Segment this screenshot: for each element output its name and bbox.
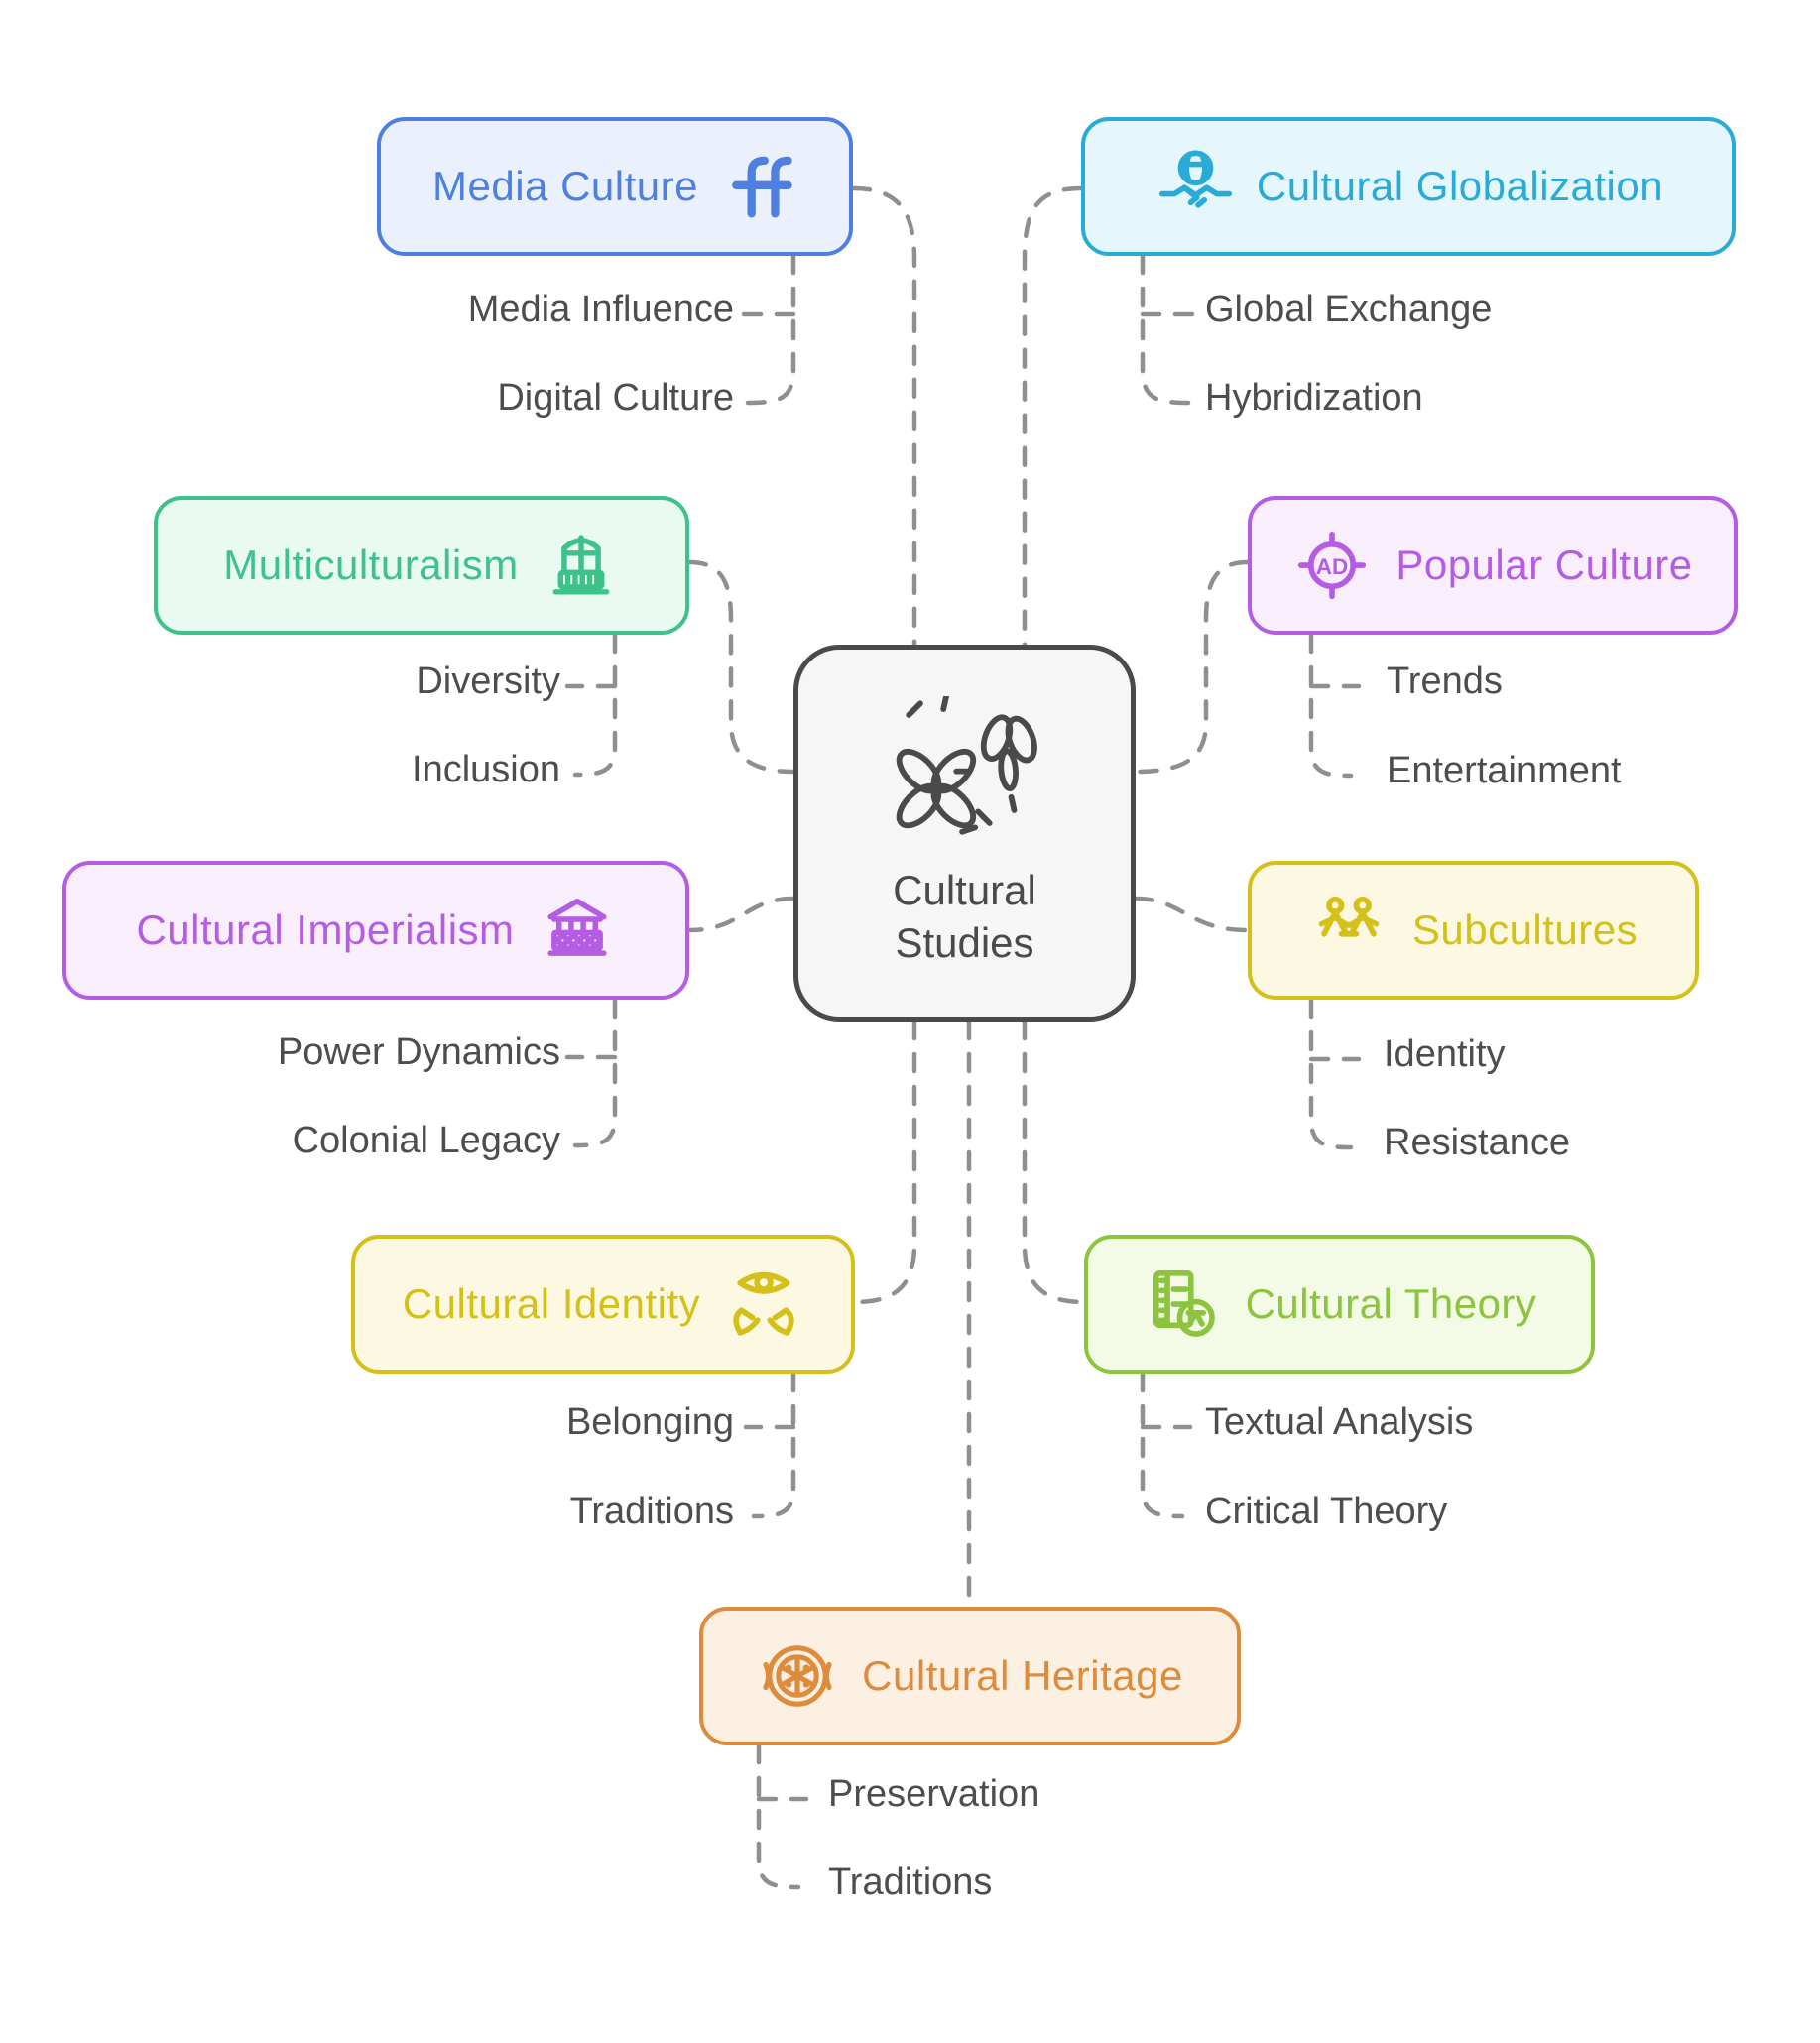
child-label-critical-theory[interactable]: Critical Theory [1205,1491,1448,1532]
connector-center-subcultures [1133,896,1251,933]
child-label-digital-culture[interactable]: Digital Culture [497,377,734,419]
branch-media-culture[interactable]: Media Culture [377,117,853,256]
connector-cultural-heritage-children [756,1743,801,1890]
child-label-preservation[interactable]: Preservation [828,1773,1040,1815]
ornament-medallion-icon [757,1635,838,1717]
child-label-hybridization[interactable]: Hybridization [1205,377,1423,419]
child-label-textual-analysis[interactable]: Textual Analysis [1205,1401,1474,1443]
child-label-global-exchange[interactable]: Global Exchange [1205,289,1493,330]
connector-cultural-theory-children [1140,1371,1185,1519]
branch-title: Cultural Theory [1245,1280,1537,1327]
connector-cultural-imperialism-children [572,997,618,1148]
center-title-line1: Cultural [893,867,1036,914]
connector-subcultures-children [1308,997,1354,1150]
child-label-resistance[interactable]: Resistance [1384,1122,1570,1163]
connector-center-cultural-globalization [1022,185,1084,648]
connector-center-cultural-imperialism [686,896,796,933]
child-label-trends[interactable]: Trends [1387,661,1503,702]
ad-target-icon: AD [1292,526,1372,605]
connector-cultural-globalization-children [1140,253,1191,406]
connector-center-cultural-theory [1022,1019,1087,1305]
center-title: Cultural Studies [893,865,1036,970]
svg-text:AD: AD [1316,554,1349,579]
butterflies-icon [871,696,1059,855]
connector-center-media-culture [850,185,917,648]
child-label-diversity[interactable]: Diversity [416,661,560,702]
child-label-media-influence[interactable]: Media Influence [467,289,734,330]
branch-cultural-globalization[interactable]: Cultural Globalization [1081,117,1736,256]
connector-cultural-identity-children [751,1371,796,1519]
branch-cultural-theory[interactable]: Cultural Theory [1084,1235,1595,1374]
connector-popular-culture-children [1308,632,1354,779]
dancing-people-icon [1309,891,1389,970]
greek-temple-icon [539,892,616,969]
child-label-identity[interactable]: Identity [1384,1033,1506,1075]
film-translation-icon [1143,1264,1222,1344]
branch-title: Multiculturalism [223,541,519,588]
child-label-belonging[interactable]: Belonging [565,1401,734,1443]
branch-cultural-identity[interactable]: Cultural Identity [351,1235,855,1374]
ff-ligature-icon [722,149,797,224]
branch-title: Popular Culture [1395,541,1693,588]
branch-popular-culture[interactable]: AD Popular Culture [1248,496,1738,635]
balcony-window-icon [543,527,620,604]
child-label-traditions[interactable]: Traditions [569,1491,734,1532]
branch-title: Subcultures [1411,906,1638,953]
child-label-traditions-heritage[interactable]: Traditions [828,1862,993,1903]
branch-title: Cultural Imperialism [136,906,515,953]
child-label-entertainment[interactable]: Entertainment [1387,750,1622,791]
branch-title: Cultural Globalization [1256,163,1664,209]
child-label-inclusion[interactable]: Inclusion [412,749,560,790]
connector-center-cultural-identity [852,1019,917,1305]
connector-center-multiculturalism [686,559,796,775]
connector-center-popular-culture [1133,559,1251,775]
branch-multiculturalism[interactable]: Multiculturalism [154,496,689,635]
connector-multiculturalism-children [572,632,618,778]
branch-title: Cultural Identity [402,1280,701,1327]
eye-over-hands-icon [724,1264,803,1344]
connector-media-culture-children [745,253,796,406]
branch-title: Media Culture [432,163,698,209]
center-node-cultural-studies[interactable]: Cultural Studies [793,645,1136,1022]
center-title-line2: Studies [895,919,1034,966]
branch-title: Cultural Heritage [862,1652,1183,1699]
child-label-colonial-legacy[interactable]: Colonial Legacy [292,1120,560,1161]
branch-cultural-heritage[interactable]: Cultural Heritage [699,1607,1241,1745]
branch-subcultures[interactable]: Subcultures [1248,861,1699,1000]
child-label-power-dynamics[interactable]: Power Dynamics [277,1031,560,1073]
globe-handshake-icon [1153,147,1233,226]
branch-cultural-imperialism[interactable]: Cultural Imperialism [62,861,689,1000]
